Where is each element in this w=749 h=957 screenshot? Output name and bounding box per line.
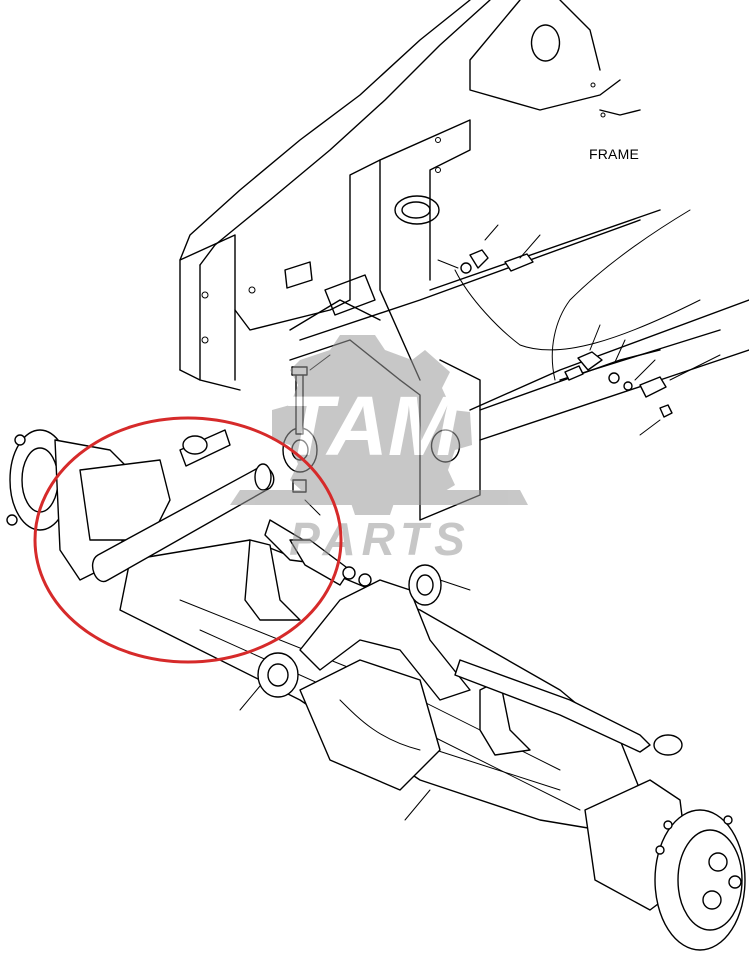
hydraulic-lines [454, 209, 701, 418]
watermark-line2: PARTS [289, 513, 471, 565]
watermark-logo: TAM PARTS [230, 335, 528, 565]
highlight-circle [33, 416, 343, 664]
frame-structure [179, 0, 749, 521]
frame-label: FRAME [589, 146, 639, 162]
gear-icon [272, 335, 472, 515]
watermark-line1: TAM [282, 379, 460, 473]
callout-leaders [239, 224, 721, 821]
